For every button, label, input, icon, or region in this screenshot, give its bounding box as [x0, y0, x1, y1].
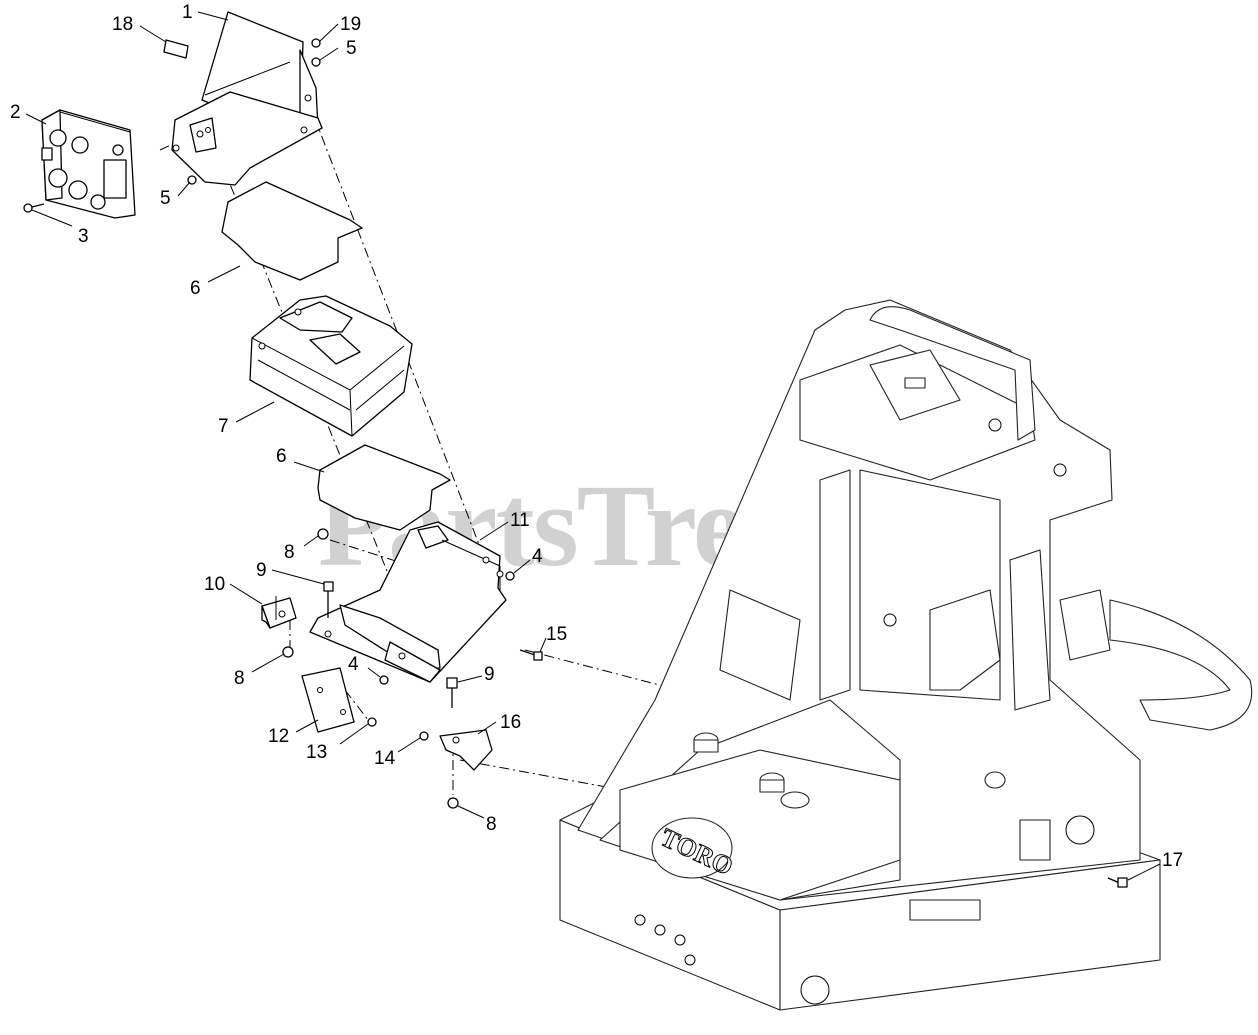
- part-7-module: [249, 295, 413, 437]
- part-10-bracket: [261, 596, 297, 629]
- part-9-bolt-upper: [323, 581, 334, 618]
- callout-3: 3: [78, 226, 89, 247]
- part-19-screw: [311, 38, 321, 48]
- callout-4-right: 4: [532, 546, 543, 567]
- part-16-clip: [439, 729, 493, 771]
- callout-1: 1: [182, 2, 193, 23]
- part-13-nut: [367, 717, 377, 727]
- part-17-bolt: [1107, 877, 1128, 888]
- callout-5-top: 5: [346, 38, 357, 59]
- callout-6-upper: 6: [190, 278, 201, 299]
- callout-12: 12: [268, 726, 289, 747]
- callout-8-upper: 8: [284, 542, 295, 563]
- part-6-gasket-lower: [317, 444, 451, 531]
- part-3-screw: [23, 203, 45, 213]
- callout-8-middle: 8: [234, 668, 245, 689]
- part-6-gasket-upper: [221, 181, 363, 281]
- part-8-nut-middle: [282, 646, 294, 658]
- part-11-base-plate: [309, 521, 507, 683]
- leader-lines: [25, 11, 1161, 881]
- callout-4-lower: 4: [348, 654, 359, 675]
- callout-14: 14: [374, 748, 396, 769]
- part-2-controller: [41, 109, 136, 219]
- callout-5-lower: 5: [160, 188, 171, 209]
- callout-8-lower: 8: [486, 814, 497, 835]
- part-8-nut-upper: [317, 528, 329, 540]
- part-8-nut-lower: [447, 797, 459, 809]
- callout-9-upper: 9: [256, 560, 267, 581]
- part-4-washer-lower: [379, 675, 389, 685]
- callout-10: 10: [204, 574, 225, 595]
- callout-19: 19: [340, 14, 361, 35]
- callout-9-lower: 9: [484, 664, 495, 685]
- callouts: 18 1 19 5 2 5 3 6 7 6 11 8 4 10 9 15 8 4…: [10, 2, 1183, 871]
- machine-frame: TORO: [559, 299, 1253, 1011]
- part-5-nut-top: [311, 57, 321, 67]
- callout-11: 11: [510, 510, 530, 531]
- part-14-nut: [419, 731, 429, 741]
- callout-13: 13: [306, 742, 327, 763]
- part-15-bolt: [519, 649, 543, 661]
- part-18-pad: [163, 39, 189, 59]
- callout-18: 18: [112, 14, 133, 35]
- part-1-mount-bracket: [171, 11, 323, 186]
- callout-17: 17: [1162, 850, 1183, 871]
- part-9-bolt-lower: [446, 677, 458, 708]
- callout-16: 16: [500, 712, 521, 733]
- part-4-washer-right: [505, 571, 515, 581]
- callout-7: 7: [218, 416, 229, 437]
- callout-2: 2: [10, 102, 21, 123]
- part-12-cover: [301, 667, 355, 733]
- callout-15: 15: [546, 624, 567, 645]
- callout-6-lower: 6: [276, 446, 287, 467]
